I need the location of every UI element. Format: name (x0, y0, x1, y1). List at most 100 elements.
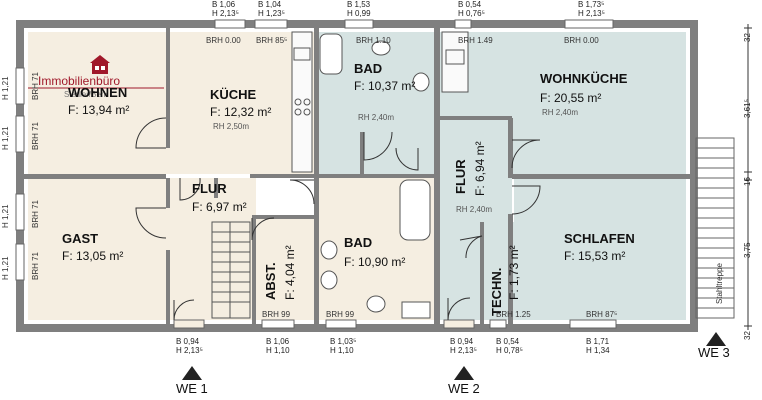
logo-subtext: Siedler/Berk (64, 90, 108, 99)
room-techn-area: F: 1,73 m² (507, 245, 521, 300)
bottom-dim-h: H 1,10 (330, 346, 354, 355)
stair-label: Stahltreppe (715, 263, 724, 304)
bottom-dim-b: B 0,54 (496, 337, 520, 346)
left-window-h: H 1,21 (1, 204, 10, 228)
door-swings (135, 117, 541, 321)
left-window-brh: BRH 71 (31, 251, 40, 280)
room-wohnkueche-rh: RH 2,40m (542, 108, 579, 117)
wall-stair-top (214, 178, 218, 198)
room-wohnkueche-name: WOHNKÜCHE (540, 71, 628, 86)
bottom-dim-h: H 2,13⁵ (176, 346, 203, 355)
left-window-brh: BRH 71 (31, 199, 40, 228)
entrance-we3: WE 3 (698, 345, 730, 360)
wall-flur2-a (508, 118, 513, 178)
wall-gast-flur-top (166, 178, 170, 208)
room-flur2-rh: RH 2,40m (456, 205, 493, 214)
right-dim: 32 (743, 33, 752, 42)
bottom-dim-h: H 0,78⁵ (496, 346, 523, 355)
windows-left (15, 67, 25, 281)
brh-label: BRH 1.25 (496, 310, 531, 319)
room-techn-name: TECHN. (489, 267, 504, 316)
bottom-dim-b: B 0,94 (450, 337, 474, 346)
room-schlafen-area: F: 15,53 m² (564, 249, 626, 263)
windows-bottom (173, 319, 617, 329)
bottom-dim-b: B 1,03⁵ (330, 337, 357, 346)
top-dim-h: H 2,13⁵ (578, 9, 605, 18)
wall-abst (252, 218, 256, 324)
top-dim-h: H 0,99 (347, 9, 371, 18)
abst-fill (256, 218, 314, 320)
we1-arrow-icon (182, 366, 202, 380)
room-flur1-name: FLUR (192, 181, 227, 196)
room-flur1-area: F: 6,97 m² (192, 200, 247, 214)
wall-bad1-inner (360, 132, 364, 176)
room-bad1-rh: RH 2,40m (358, 113, 395, 122)
wall-wohnen-kueche (166, 28, 170, 148)
we2-arrow-icon (454, 366, 474, 380)
middle-wall-right (512, 174, 690, 179)
room-schlafen-name: SCHLAFEN (564, 231, 635, 246)
flur1-fill (166, 178, 256, 320)
room-wohnen-name: WOHNEN (68, 85, 128, 100)
right-dimension-line (744, 24, 752, 330)
entrance-we1: WE 1 (176, 381, 208, 396)
room-bad2-name: BAD (344, 235, 373, 250)
middle-wall-left (24, 174, 166, 179)
brh-label: BRH 0.00 (206, 36, 241, 45)
brh-label: BRH 99 (262, 310, 291, 319)
bottom-dim-b: B 1,06 (266, 337, 290, 346)
right-dim: 16 (743, 177, 752, 186)
bottom-dim-h: H 2,13⁵ (450, 346, 477, 355)
top-dim-h: H 1,23⁵ (258, 9, 285, 18)
middle-wall-bad (319, 174, 434, 178)
room-kueche-rh: RH 2,50m (213, 122, 250, 131)
room-flur2-name: FLUR (453, 159, 468, 194)
entrance-we2: WE 2 (448, 381, 480, 396)
top-dim-b: B 0,54 (458, 0, 482, 9)
brh-label: BRH 0.00 (564, 36, 599, 45)
staircase (211, 221, 251, 319)
top-dim-b: B 1,04 (258, 0, 282, 9)
room-gast-name: GAST (62, 231, 99, 246)
left-window-brh: BRH 71 (31, 121, 40, 150)
bottom-dim-h: H 1,34 (586, 346, 610, 355)
left-window-h: H 1,21 (1, 126, 10, 150)
wall-techn (480, 222, 484, 324)
wall-gast-flur-bottom (166, 250, 170, 324)
right-dim: 32 (743, 331, 752, 340)
brh-label: BRH 99 (326, 310, 355, 319)
unit-separator-wall (434, 28, 440, 324)
brh-label: BRH 1.10 (356, 36, 391, 45)
kueche-fill (166, 32, 314, 174)
bath-fixtures (319, 33, 431, 319)
room-abst-name: ABST. (263, 262, 278, 300)
wohnen-fill (28, 32, 166, 174)
middle-wall-flur (250, 174, 318, 178)
top-dim-b: B 1,73⁵ (578, 0, 605, 9)
we3-arrow-icon (706, 332, 726, 346)
logo-house-icon (90, 55, 110, 74)
brh-label: BRH 87⁵ (586, 310, 618, 319)
logo-text: Immobilienbüro (38, 74, 121, 88)
wall-flur2-top (438, 116, 512, 120)
right-dim: 3,75 (743, 242, 752, 258)
left-window-h: H 1,21 (1, 76, 10, 100)
top-dim-h: H 2,13⁵ (212, 9, 239, 18)
room-bad2-area: F: 10,90 m² (344, 255, 406, 269)
room-flur2-area: F: 6,94 m² (473, 141, 487, 196)
left-window-h: H 1,21 (1, 256, 10, 280)
top-dim-h: H 0,76⁵ (458, 9, 485, 18)
left-window-brh: BRH 71 (31, 71, 40, 100)
wall-abst-top (252, 215, 318, 219)
bottom-dim-h: H 1,10 (266, 346, 290, 355)
wall-flur2-b (508, 214, 513, 324)
right-dim: 3,61⁵ (743, 99, 752, 118)
room-wohnen-area: F: 13,94 m² (68, 103, 130, 117)
room-bad1-area: F: 10,37 m² (354, 79, 416, 93)
brh-label: BRH 85⁵ (256, 36, 288, 45)
room-wohnkueche-area: F: 20,55 m² (540, 91, 602, 105)
exterior-stair (695, 137, 735, 319)
room-kueche-name: KÜCHE (210, 87, 257, 102)
